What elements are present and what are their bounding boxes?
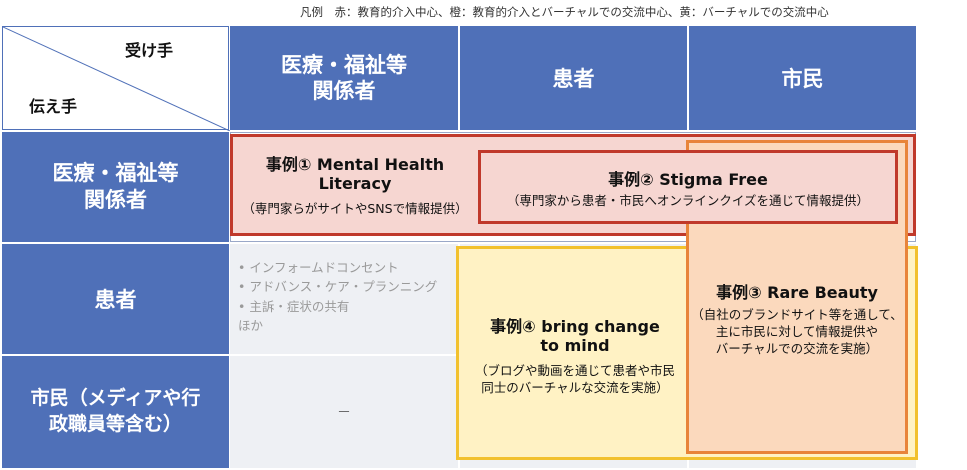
list-item: ほか [238,318,264,334]
legend-text: 凡例 赤：教育的介入中心、橙：教育的介入とバーチャルでの交流中心、黄：バーチャル… [300,5,829,19]
case2-box: 事例② Stigma Free （専門家から患者・市民へオンラインクイズを通じて… [478,150,898,224]
case1-description: （専門家らがサイトやSNSで情報提供） [242,201,468,216]
row-header-citizens: 市民（メディアや行 政職員等含む） [2,356,229,468]
case2-title: 事例② Stigma Free [608,170,768,189]
corner-header-cell: 受け手 伝え手 [2,26,230,131]
list-item: • アドバンス・ケア・プランニング [238,279,438,295]
diagonal-line [3,27,230,131]
receiver-label: 受け手 [125,41,174,60]
column-header-citizens: 市民 [689,26,916,130]
row-header-professionals: 医療・福祉等 関係者 [2,132,229,242]
case4-title: 事例④ bring change to mind [490,317,660,356]
case3-title: 事例③ Rare Beauty [716,283,878,302]
grid-cell-r3c1: － [230,356,458,468]
list-item: • インフォームドコンセント [238,260,399,275]
list-item: • 主訴・症状の共有 [238,298,350,314]
case1-title: 事例① Mental Health Literacy [265,155,445,194]
case4-description: （ブログや動画を通じて患者や市民 同士のバーチャルな交流を実施） [474,363,675,395]
column-header-patients: 患者 [460,26,687,130]
case2-description: （専門家から患者・市民へオンラインクイズを通じて情報提供） [506,193,870,208]
column-header-professionals: 医療・福祉等 関係者 [230,26,458,130]
grid-cell-r2c1 [230,244,458,354]
patient-row-list: • インフォームドコンセント • アドバンス・ケア・プランニング • 主訴・症状… [238,258,437,336]
sender-label: 伝え手 [29,97,78,116]
case3-description: （自社のブランドサイト等を通して、 主に市民に対して情報提供や バーチャルでの交… [691,307,903,356]
row-header-patients: 患者 [2,244,229,354]
citizen-row-placeholder: － [337,405,351,421]
